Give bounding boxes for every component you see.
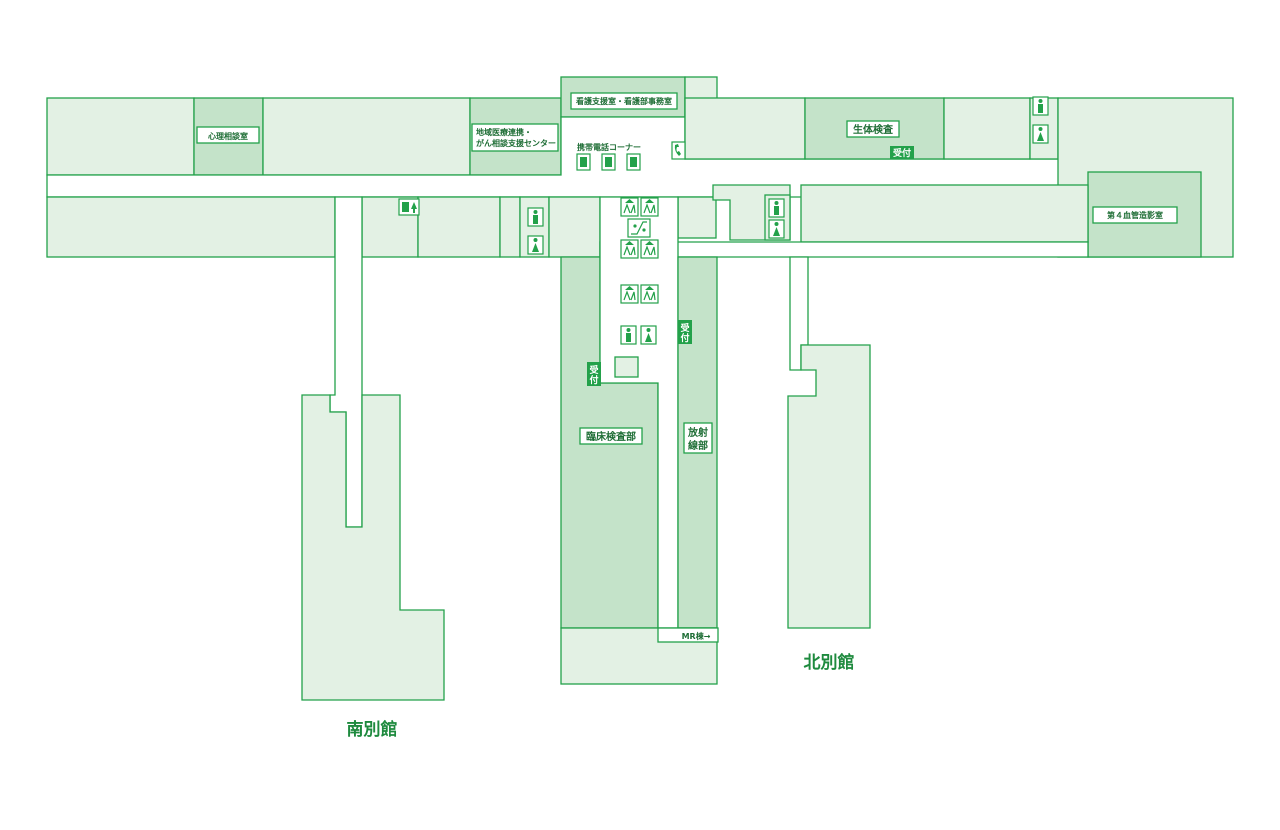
clinical-lab-label-group: 臨床検査部 (579, 427, 643, 445)
restroom-icon (1032, 96, 1049, 116)
regional-liaison-label-2: がん相談支援センター (476, 138, 556, 148)
svg-text:受: 受 (680, 322, 689, 334)
regional-liaison-label-group: 地域医療連携・ がん相談支援センター (471, 123, 559, 152)
elevator-icon (640, 284, 659, 304)
reception-tag-radiology: 受 付 (678, 320, 692, 344)
room (499, 196, 521, 258)
east-wing (684, 97, 1234, 258)
angiography-label: 第４血管造影室 (1107, 210, 1163, 220)
restroom-icon (640, 325, 657, 345)
physiology-label: 生体検査 (853, 123, 894, 136)
mobile-phone-icon (626, 153, 641, 171)
radiology-label-2: 線部 (688, 439, 708, 452)
svg-text:受付: 受付 (893, 147, 911, 159)
telephone-icon (671, 141, 686, 160)
regional-liaison-label-1: 地域医療連携・ (476, 127, 532, 137)
restroom-icon (527, 207, 544, 227)
room (46, 97, 195, 176)
mobile-phone-icon (601, 153, 616, 171)
elevator-icon (640, 197, 659, 217)
lower-row (46, 184, 1089, 258)
mobile-phone-icon (576, 153, 591, 171)
restroom-icon (1032, 124, 1049, 144)
radiology-label-group: 放射 線部 (683, 422, 713, 454)
mr-building-label[interactable]: MR棟→ (682, 631, 711, 641)
elevator-icon (620, 197, 639, 217)
room (46, 196, 336, 258)
clinical-lab-label: 臨床検査部 (586, 430, 636, 443)
elevator-icon (620, 284, 639, 304)
room (943, 97, 1031, 160)
room (262, 97, 471, 176)
restroom-icon (768, 219, 785, 239)
room (684, 97, 806, 160)
physiology-label-group: 生体検査 (846, 120, 900, 138)
room (800, 184, 1089, 243)
svg-text:付: 付 (589, 374, 598, 386)
radiology-label-1: 放射 (687, 426, 708, 439)
nursing-support-label-group: 看護支援室・看護部事務室 (570, 92, 678, 110)
north-annex-building[interactable] (787, 344, 871, 629)
reception-tag-lab: 受 付 (587, 362, 601, 386)
elevator-icon (620, 239, 639, 259)
psych-consult-label: 心理相談室 (208, 131, 248, 141)
room (417, 196, 501, 258)
nursing-support-label: 看護支援室・看護部事務室 (575, 96, 672, 106)
room (677, 196, 717, 239)
elevator-icon (640, 239, 659, 259)
svg-text:受: 受 (589, 364, 598, 376)
room (614, 356, 639, 378)
room (548, 196, 601, 258)
south-annex-label: 南別館 (347, 719, 398, 740)
exit-icon (398, 198, 420, 216)
svg-text:付: 付 (680, 332, 689, 344)
psych-consult-label-group: 心理相談室 (196, 126, 260, 144)
north-annex-label: 北別館 (804, 652, 855, 673)
south-annex-building[interactable] (301, 394, 445, 701)
restroom-icon (527, 235, 544, 255)
restroom-icon (620, 325, 637, 345)
restroom-icon (768, 198, 785, 218)
reception-tag-physiology: 受付 (890, 146, 914, 159)
mobile-corner-label: 携帯電話コーナー (577, 142, 641, 152)
escalator-icon (627, 218, 651, 238)
mr-building-link[interactable]: MR棟→ (657, 627, 719, 643)
angiography-label-group: 第４血管造影室 (1092, 206, 1178, 224)
